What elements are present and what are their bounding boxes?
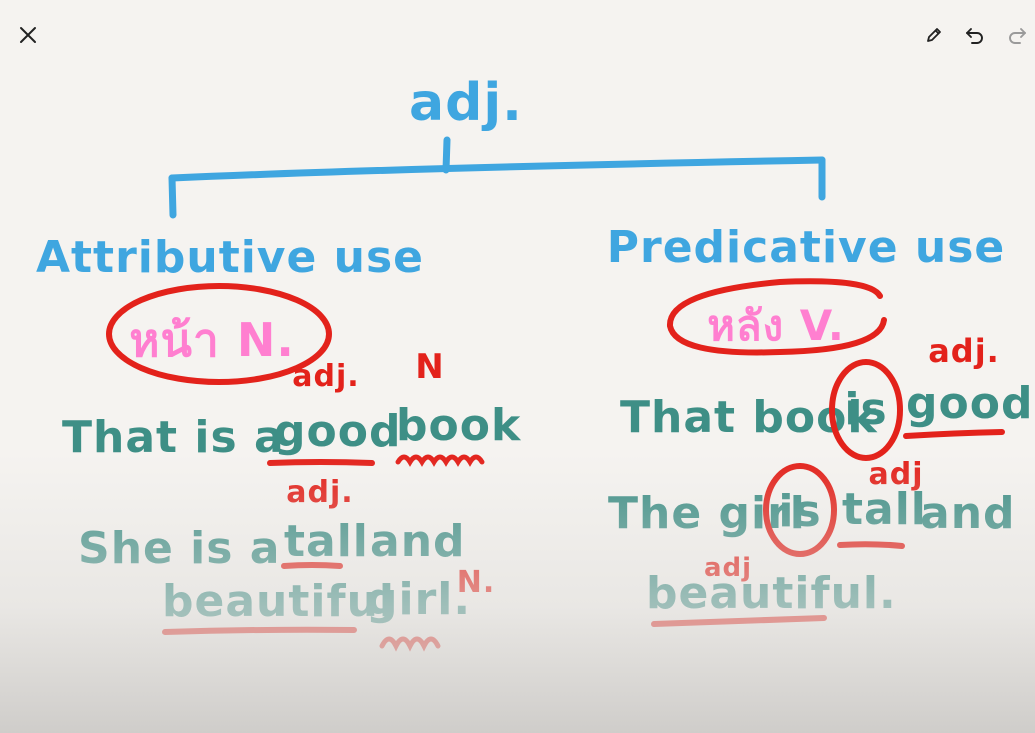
redo-button[interactable] [1000,18,1034,52]
adj-label: adj. [286,475,353,510]
sentence-text: The girl [608,488,806,539]
noun-word: girl. [366,574,471,625]
adj-label: adj. [292,359,359,394]
underline [162,626,357,635]
root-label: adj. [409,73,523,133]
adjective-word: beautiful [162,576,395,627]
undo-icon [966,28,983,44]
circle-annotation [106,283,332,385]
adjective-word: good [274,406,401,457]
noun-word: book [396,400,522,451]
sentence-text: That is a [62,412,285,463]
squiggle-underline [395,454,485,467]
underline [903,429,1005,439]
heading-predicative: Predicative use [607,222,1005,273]
verb-word: is [844,384,887,435]
tree-lines [168,136,826,219]
underline [837,541,905,549]
note-before-noun: หน้า N. [129,313,295,367]
sentence-text: She is a [78,523,280,574]
heading-attributive: Attributive use [36,232,424,283]
adj-label: adj. [928,332,1000,370]
adjective-word: good. [906,378,1035,429]
adjective-word: tall [842,484,927,535]
noun-label: N [415,347,444,387]
verb-word: is [778,486,821,537]
squiggle-underline [379,636,441,652]
adjective-word: tall [284,516,369,567]
close-button[interactable] [11,18,45,52]
circle-annotation [667,278,887,356]
underline [267,459,375,466]
redo-icon [1009,28,1026,44]
pencil-icon [927,28,941,42]
conjunction-word: and [370,516,466,567]
adjective-word: beautiful. [646,568,897,619]
edit-button[interactable] [917,18,951,52]
noun-label: N. [457,565,496,600]
note-after-verb: หลัง V. [707,301,845,350]
conjunction-word: and [920,488,1016,539]
underline [281,562,343,569]
undo-button[interactable] [958,18,992,52]
close-icon [20,27,36,43]
